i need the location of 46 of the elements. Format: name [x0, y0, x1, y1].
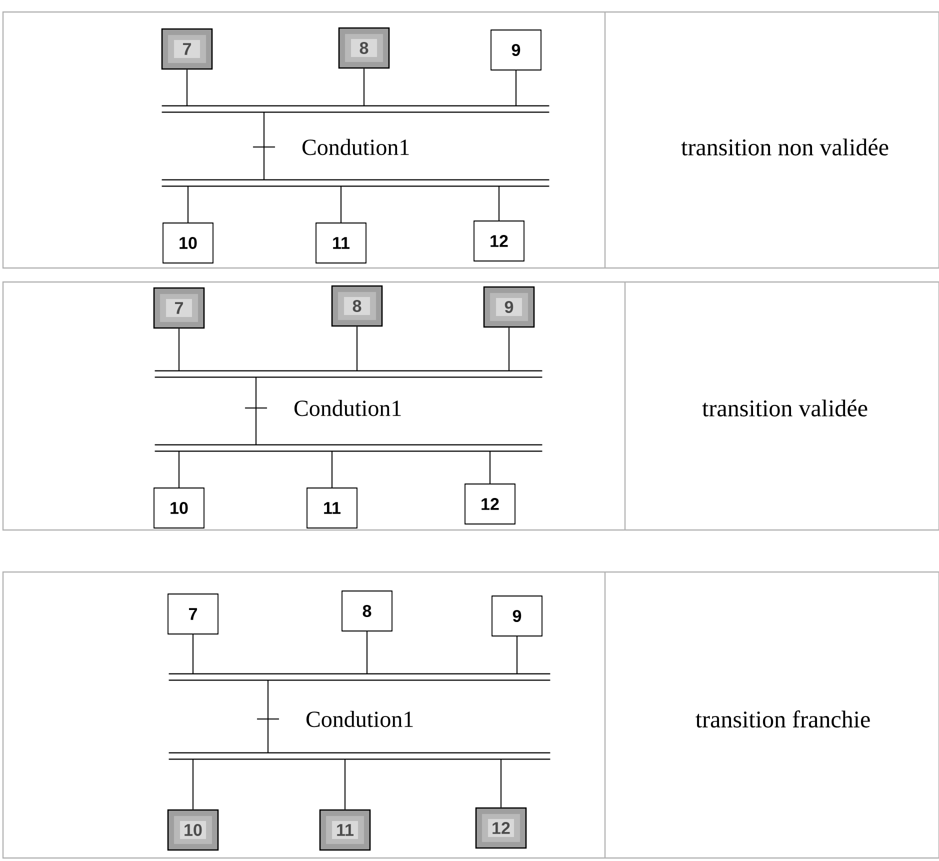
- step-box: 12: [474, 220, 524, 262]
- active-step-box: 7: [161, 28, 213, 70]
- state-label: transition franchie: [696, 710, 870, 728]
- state-label: transition non validée: [681, 138, 888, 156]
- link-line: [498, 186, 500, 222]
- link-line: [178, 450, 180, 488]
- link-line: [340, 186, 342, 224]
- link-line: [186, 69, 188, 106]
- step-box: 10: [162, 222, 214, 264]
- active-step-box: 9: [483, 286, 535, 328]
- step-box: 7: [168, 594, 218, 634]
- active-step-box: 8: [331, 285, 383, 327]
- link-line: [366, 630, 368, 674]
- synchronization-bar: [168, 673, 550, 681]
- synchronization-bar: [162, 105, 550, 113]
- step-box: 9: [492, 596, 542, 636]
- link-line: [192, 634, 194, 674]
- step-box: 8: [342, 590, 392, 632]
- active-step-box: 10: [167, 809, 219, 851]
- link-line: [516, 636, 518, 674]
- step-box: 12: [464, 484, 516, 524]
- synchronization-bar: [154, 444, 542, 452]
- synchronization-bar: [168, 752, 550, 760]
- step-box: 9: [490, 30, 542, 70]
- link-line: [344, 758, 346, 810]
- state-label: transition validée: [702, 400, 868, 416]
- step-box: 11: [306, 488, 358, 528]
- step-box: 10: [154, 488, 204, 528]
- active-step-box: 8: [338, 27, 390, 69]
- link-line: [192, 758, 194, 810]
- active-step-box: 7: [153, 287, 205, 329]
- transition-line: [244, 376, 268, 446]
- edge-label: Condution1: [294, 400, 401, 416]
- step-box: 11: [316, 222, 366, 264]
- link-line: [178, 328, 180, 372]
- synchronization-bar: [162, 179, 550, 187]
- edge-label: Condution1: [306, 710, 413, 728]
- active-step-box: 12: [475, 807, 527, 849]
- link-line: [356, 326, 358, 372]
- link-line: [500, 758, 502, 808]
- transition-line: [252, 112, 276, 180]
- edge-label: Condution1: [302, 138, 409, 156]
- link-line: [508, 327, 510, 372]
- active-step-box: 11: [319, 809, 371, 851]
- transition-line: [256, 680, 280, 754]
- synchronization-bar: [154, 370, 542, 378]
